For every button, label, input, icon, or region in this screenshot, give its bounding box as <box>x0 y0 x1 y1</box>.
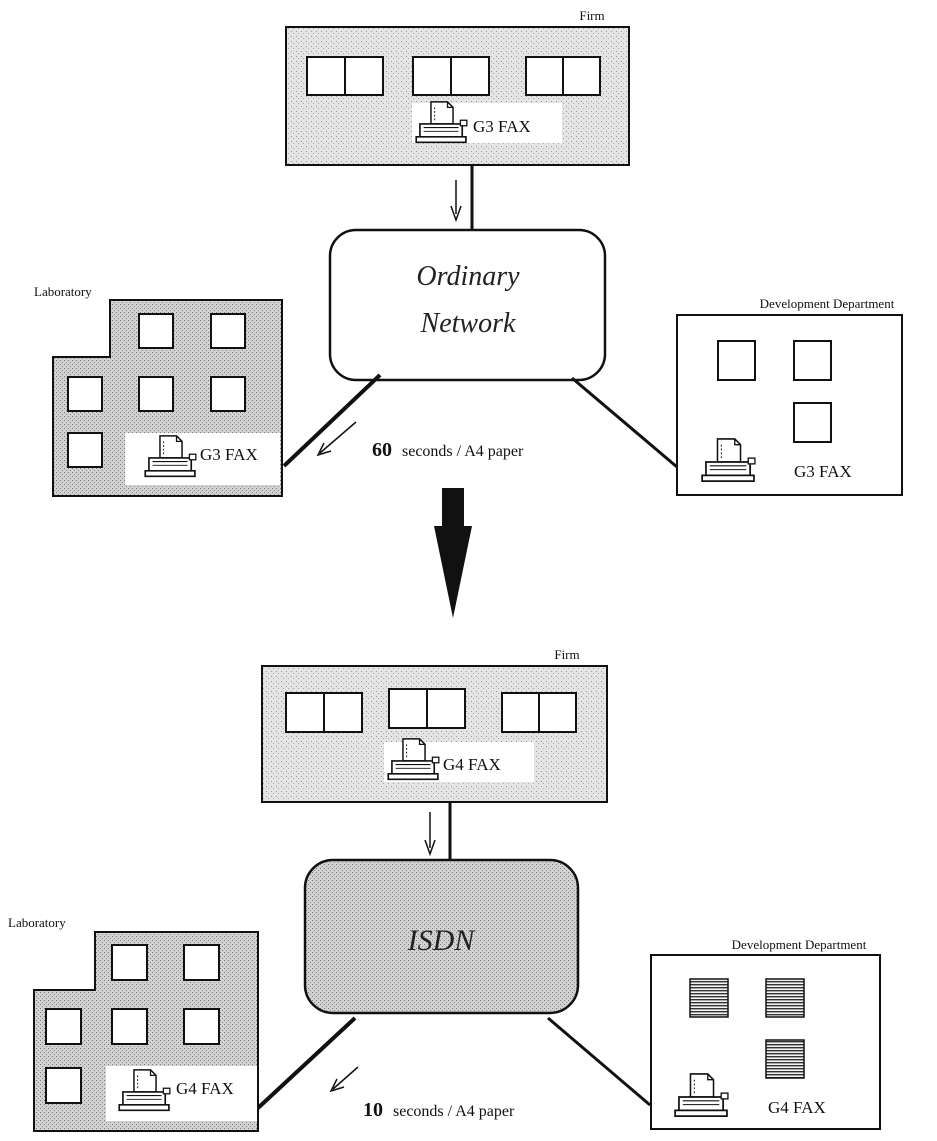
window <box>45 1008 82 1045</box>
top-dev-label: Development Department <box>760 296 895 311</box>
bottom-development-building: G4 FAX Development Department <box>650 937 881 1130</box>
window <box>412 56 452 96</box>
window <box>210 376 246 412</box>
bottom-lab-label: Laboratory <box>8 915 66 930</box>
window <box>793 402 832 443</box>
bottom-firm-building: G4 FAX Firm <box>261 647 608 803</box>
ordinary-network-node <box>328 228 607 382</box>
window <box>525 56 564 96</box>
window <box>138 313 174 349</box>
top-development-building: G3 FAX Development Department <box>676 296 903 496</box>
bottom-speed-number: 10 <box>363 1099 383 1121</box>
bottom-speed-text: seconds / A4 paper <box>393 1103 515 1120</box>
top-left-arrow-icon <box>316 421 357 457</box>
top-down-arrow-icon <box>450 180 462 223</box>
bottom-left-arrow-icon <box>329 1066 359 1093</box>
window <box>67 432 103 468</box>
window <box>388 688 428 729</box>
top-lab-label: Laboratory <box>34 284 92 299</box>
window <box>285 692 325 733</box>
top-firm-building: G3 FAX Firm <box>285 8 630 166</box>
bottom-dev-fax-label: G4 FAX <box>768 1098 826 1117</box>
window <box>562 56 601 96</box>
network-title-line1: Ordinary <box>416 261 520 292</box>
top-laboratory-building: G3 FAX Laboratory <box>34 284 283 497</box>
window <box>344 56 384 96</box>
transition-arrow-icon <box>434 488 472 618</box>
window <box>450 56 490 96</box>
network-title-line2: Network <box>420 308 516 339</box>
top-dev-link <box>571 376 678 469</box>
window <box>538 692 577 733</box>
bottom-scenario: G4 FAX Firm ISDN 10 seconds / A4 paper <box>8 647 881 1132</box>
bottom-dev-label: Development Department <box>732 937 867 952</box>
bottom-dev-link <box>547 1016 651 1107</box>
window <box>138 376 174 412</box>
top-lab-link <box>282 373 382 468</box>
window <box>45 1067 82 1104</box>
top-firm-fax-label: G3 FAX <box>473 117 531 136</box>
bottom-laboratory-building: G4 FAX Laboratory <box>8 915 259 1132</box>
window <box>306 56 346 96</box>
top-firm-label: Firm <box>579 8 604 23</box>
bottom-firm-label: Firm <box>554 647 579 662</box>
isdn-title: ISDN <box>407 924 477 957</box>
bottom-lab-fax-label: G4 FAX <box>176 1079 234 1098</box>
top-lab-fax-label: G3 FAX <box>200 445 258 464</box>
window <box>67 376 103 412</box>
bottom-down-arrow-icon <box>424 812 436 857</box>
window-lit <box>765 978 805 1018</box>
window <box>183 944 220 981</box>
window <box>183 1008 220 1045</box>
isdn-network-node <box>303 858 580 1015</box>
top-scenario: G3 FAX Firm Ordinary Network 60 seconds … <box>34 8 903 497</box>
bottom-lab-link <box>256 1016 357 1110</box>
window <box>426 688 466 729</box>
window-lit <box>689 978 729 1018</box>
window <box>717 340 756 381</box>
top-speed-number: 60 <box>372 439 392 461</box>
bottom-firm-fax-label: G4 FAX <box>443 755 501 774</box>
window <box>323 692 363 733</box>
window <box>111 1008 148 1045</box>
window <box>793 340 832 381</box>
window-lit <box>765 1039 805 1079</box>
top-dev-fax-label: G3 FAX <box>794 462 852 481</box>
window <box>501 692 540 733</box>
window <box>210 313 246 349</box>
window <box>111 944 148 981</box>
top-speed-text: seconds / A4 paper <box>402 443 524 460</box>
